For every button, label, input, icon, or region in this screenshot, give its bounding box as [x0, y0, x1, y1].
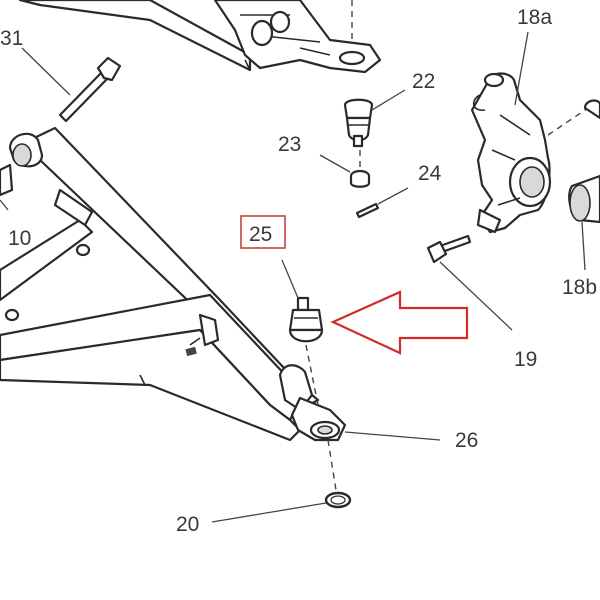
- circlip-20: [324, 491, 352, 509]
- leader-20: [211, 502, 327, 523]
- leader-23: [319, 154, 351, 173]
- callout-22: 22: [412, 70, 435, 93]
- callout-10: 10: [8, 227, 31, 250]
- leader-10-stub: [0, 199, 9, 211]
- upper-a-arm: [18, 0, 382, 74]
- highlight-arrow: [330, 290, 469, 355]
- ball-joint-25: [288, 296, 324, 343]
- hub-stub: [583, 99, 600, 120]
- ball-joint-22: [343, 98, 374, 148]
- leader-25: [281, 259, 299, 299]
- cotter-pin-24: [355, 202, 380, 219]
- lower-a-arm: [0, 126, 347, 442]
- highlight-box-25: [240, 215, 286, 249]
- knuckle-18a: [470, 72, 552, 234]
- bolt-31: [58, 56, 122, 123]
- leader-18b: [581, 221, 586, 271]
- leader-19: [439, 261, 513, 331]
- callout-24: 24: [418, 162, 442, 185]
- callout-25: 25: [249, 223, 272, 246]
- callout-31: 31: [0, 27, 23, 50]
- callout-18b: 18b: [562, 276, 597, 299]
- callout-19: 19: [514, 348, 537, 371]
- leader-22: [371, 89, 406, 111]
- leader-26: [344, 431, 441, 441]
- callout-23: 23: [278, 133, 301, 156]
- callout-20: 20: [176, 513, 199, 536]
- bolt-19: [426, 234, 472, 264]
- leader-31: [21, 47, 71, 96]
- callout-18a: 18a: [517, 6, 552, 29]
- leader-24: [377, 187, 409, 205]
- nut-23: [349, 169, 371, 188]
- axis-20: [327, 439, 337, 491]
- callout-26: 26: [455, 429, 478, 452]
- bearing-18b: [568, 174, 600, 224]
- leader-18a: [514, 31, 529, 106]
